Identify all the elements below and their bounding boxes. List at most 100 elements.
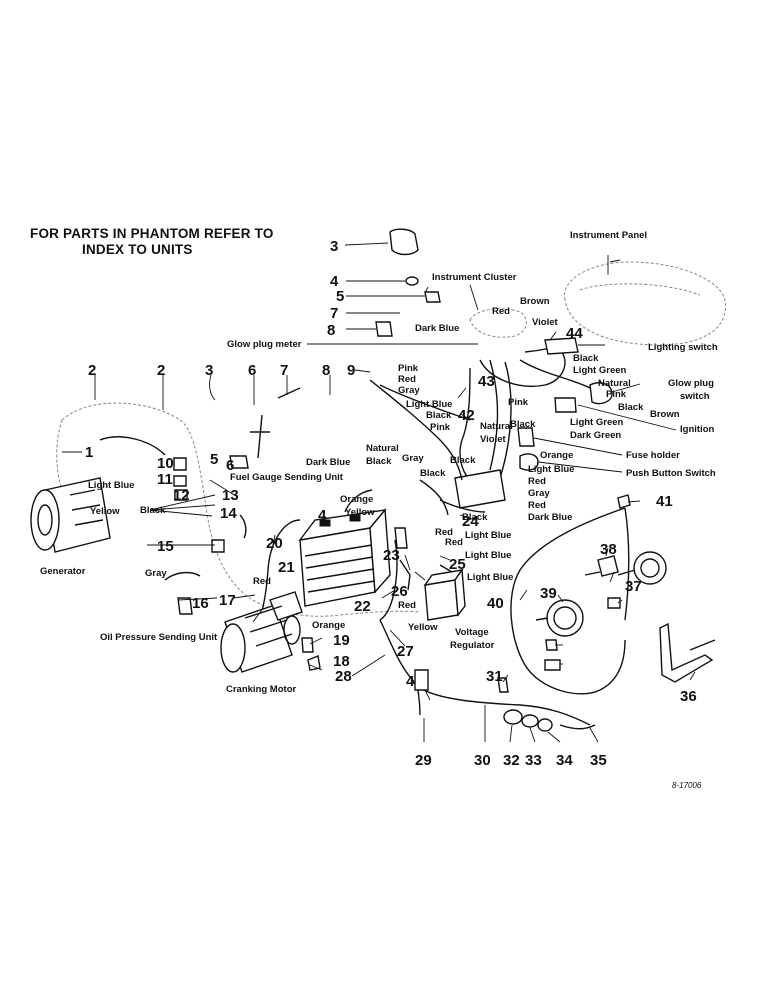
- callout-8: 8: [322, 362, 330, 379]
- cranking-motor-drawing: [220, 591, 303, 673]
- callout-7: 7: [280, 362, 288, 379]
- wire-yellow-1: Yellow: [345, 507, 375, 518]
- label-instrument-panel: Instrument Panel: [570, 230, 647, 241]
- part-10: [173, 475, 187, 487]
- wire-red-1: Red: [435, 527, 453, 538]
- wire-red-5: Red: [528, 476, 546, 487]
- wire-black-1: Black: [366, 456, 392, 467]
- wire-light-green-1: Light Green: [573, 365, 627, 376]
- junction-block: [454, 469, 506, 509]
- callout-16: 16: [192, 595, 209, 612]
- wire-red-3: Red: [398, 600, 416, 611]
- callout-9: 9: [347, 362, 355, 379]
- callout-5: 5: [336, 288, 344, 305]
- glow-plug-switch-body: [589, 382, 613, 405]
- wire-light-blue-5: Light Blue: [528, 464, 574, 475]
- callout-5: 5: [210, 451, 218, 468]
- callout-18: 18: [333, 653, 350, 670]
- instrument-panel-phantom: [564, 261, 727, 346]
- wire-black-gen: Black: [140, 505, 166, 516]
- label-generator: Generator: [40, 566, 86, 577]
- callout-13: 13: [222, 487, 239, 504]
- wire-natural-1: Natural: [366, 443, 399, 454]
- callout-26: 26: [391, 583, 408, 600]
- callout-32: 32: [503, 752, 520, 769]
- callout-25: 25: [449, 556, 466, 573]
- label-push-button-switch: Push Button Switch: [626, 468, 716, 479]
- label-cranking-motor: Cranking Motor: [226, 684, 296, 695]
- callout-11: 11: [157, 471, 173, 488]
- callout-22: 22: [354, 598, 371, 615]
- wire-violet-top: Violet: [532, 317, 559, 328]
- wire-black-2: Black: [420, 468, 446, 479]
- wire-brown-1: Brown: [650, 409, 680, 420]
- callout-15: 15: [157, 538, 174, 555]
- wire-dark-blue-3: Dark Blue: [528, 512, 572, 523]
- wire-black-4: Black: [462, 512, 488, 523]
- wire-violet-1: Violet: [480, 434, 507, 445]
- oil-pressure-sending-unit-body: [177, 597, 193, 615]
- wire-pink-1: Pink: [398, 363, 419, 374]
- wire-black-7: Black: [618, 402, 644, 413]
- callout-8: 8: [327, 322, 335, 339]
- callout-40: 40: [487, 595, 504, 612]
- wire-light-blue-gen: Light Blue: [88, 480, 134, 491]
- wire-orange-motor: Orange: [312, 620, 345, 631]
- wire-gray-3: Gray: [528, 488, 550, 499]
- label-voltage-regulator-1: Voltage: [455, 627, 489, 638]
- callout-27: 27: [397, 643, 414, 660]
- leader-lines: [62, 242, 696, 743]
- callout-30: 30: [474, 752, 491, 769]
- lighting-switch-body: [544, 337, 579, 355]
- wire-light-blue-1: Light Blue: [465, 530, 511, 541]
- callout-39: 39: [540, 585, 557, 602]
- callout-2: 2: [88, 362, 96, 379]
- callout-41: 41: [656, 493, 673, 510]
- wire-red-6: Red: [528, 500, 546, 511]
- wire-black-6: Black: [573, 353, 599, 364]
- wire-gray-oil: Gray: [145, 568, 167, 579]
- wire-red-motor: Red: [253, 576, 271, 587]
- wire-orange-2: Orange: [540, 450, 573, 461]
- wire-pink-2: Pink: [430, 422, 451, 433]
- callout-6: 6: [226, 457, 234, 474]
- wire-light-blue-2: Light Blue: [465, 550, 511, 561]
- callout-3: 3: [330, 238, 338, 255]
- wire-yellow-2: Yellow: [408, 622, 438, 633]
- callout-43: 43: [478, 373, 495, 390]
- callout-44: 44: [566, 325, 583, 342]
- cable-39: [510, 507, 626, 695]
- wire-natural-3: Natural: [480, 421, 513, 432]
- wire-pink-4: Pink: [508, 397, 529, 408]
- callout-35: 35: [590, 752, 607, 769]
- wire-pink-3: Pink: [606, 389, 627, 400]
- label-fuel-gauge-sending-unit: Fuel Gauge Sending Unit: [230, 472, 344, 483]
- wire-brown-top: Brown: [520, 296, 550, 307]
- label-ignition: Ignition: [680, 424, 714, 435]
- harness-2-phantom: [61, 402, 421, 617]
- voltage-regulator-drawing: [423, 568, 466, 621]
- wire-gray-2: Gray: [398, 385, 420, 396]
- fuse-holder-body: [517, 427, 535, 447]
- callout-31: 31: [486, 668, 503, 685]
- wire-yellow-gen: Yellow: [90, 506, 120, 517]
- part-4-nut: [405, 276, 419, 286]
- wire-red-top: Red: [492, 306, 510, 317]
- label-voltage-regulator-2: Regulator: [450, 640, 495, 651]
- callout-17: 17: [219, 592, 236, 609]
- phantom-note-line1: FOR PARTS IN PHANTOM REFER TO: [30, 226, 274, 241]
- callout-4: 4: [406, 673, 415, 690]
- label-glow-plug-switch-2: switch: [680, 391, 710, 402]
- label-lighting-switch: Lighting switch: [648, 342, 718, 353]
- callout-10: 10: [157, 455, 174, 472]
- wire-dark-blue-1: Dark Blue: [306, 457, 350, 468]
- callout-34: 34: [556, 752, 573, 769]
- callout-23: 23: [383, 547, 400, 564]
- wire-dark-blue-2: Dark Blue: [415, 323, 459, 334]
- callout-6: 6: [248, 362, 256, 379]
- label-glow-plug-meter: Glow plug meter: [227, 339, 302, 350]
- part-7-bracket: [375, 321, 393, 337]
- callout-14: 14: [220, 505, 237, 522]
- wire-black-8: Black: [510, 419, 536, 430]
